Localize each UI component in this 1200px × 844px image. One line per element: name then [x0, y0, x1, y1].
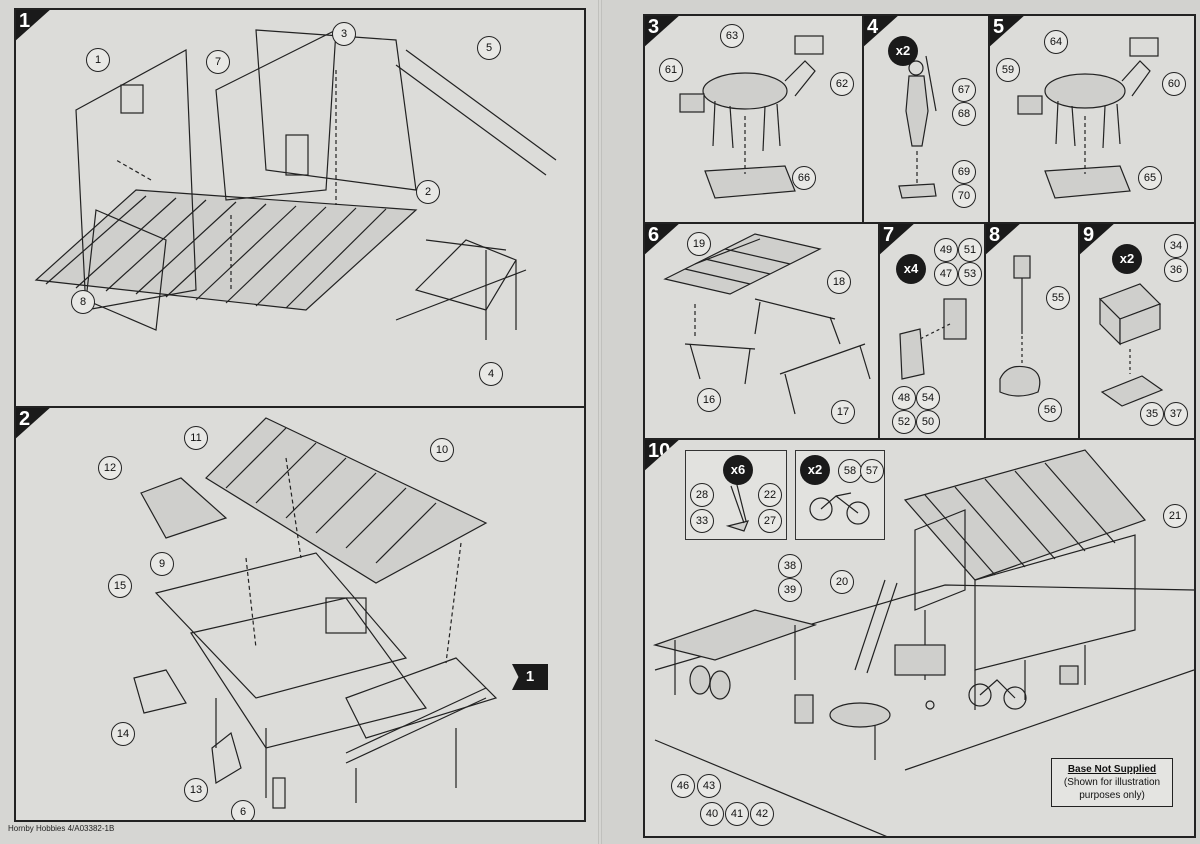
tools-inset: x6 28 22 33 27 [685, 450, 787, 540]
callout: 20 [830, 570, 854, 594]
step-2-panel: 2 11 10 12 9 15 14 13 6 1 [14, 406, 586, 822]
callout: 34 [1164, 234, 1188, 258]
note-title: Base Not Supplied [1067, 764, 1157, 775]
step-8-drawing [999, 255, 1041, 397]
step-4-panel: 4 x2 67 68 69 70 [862, 14, 990, 224]
base-not-supplied-note: Base Not Supplied (Shown for illustratio… [1051, 758, 1173, 807]
quantity-badge: x4 [896, 254, 926, 284]
step-8-panel: 8 55 56 [984, 222, 1080, 440]
callout: 68 [952, 102, 976, 126]
quantity-badge: x2 [1112, 244, 1142, 274]
quantity-badge: x2 [800, 455, 830, 485]
step-5-drawing [1017, 37, 1159, 199]
quantity-badge: x6 [723, 455, 753, 485]
callout: 56 [1038, 398, 1062, 422]
callout: 22 [758, 483, 782, 507]
callout: 63 [720, 24, 744, 48]
callout: 21 [1163, 504, 1187, 528]
callout: 43 [697, 774, 721, 798]
callout: 36 [1164, 258, 1188, 282]
callout: 59 [996, 58, 1020, 82]
step-9-drawing [1098, 283, 1164, 407]
callout: 51 [958, 238, 982, 262]
step-2-drawing [133, 417, 498, 809]
callout: 58 [838, 459, 862, 483]
callout: 3 [332, 22, 356, 46]
callout: 50 [916, 410, 940, 434]
callout: 65 [1138, 166, 1162, 190]
callout: 1 [86, 48, 110, 72]
callout: 46 [671, 774, 695, 798]
callout: 40 [700, 802, 724, 826]
step-4-drawing [898, 55, 937, 199]
step-10-drawing [652, 449, 1194, 836]
page-fold [598, 0, 602, 844]
callout: 62 [830, 72, 854, 96]
step-10-panel: 10 x6 28 22 33 27 x2 58 57 38 39 20 21 4… [643, 438, 1196, 838]
callout: 53 [958, 262, 982, 286]
callout: 60 [1162, 72, 1186, 96]
callout: 35 [1140, 402, 1164, 426]
step-6-drawing [663, 233, 871, 415]
callout: 12 [98, 456, 122, 480]
callout: 9 [150, 552, 174, 576]
callout: 41 [725, 802, 749, 826]
step-9-panel: 9 x2 34 36 35 37 [1078, 222, 1196, 440]
callout: 49 [934, 238, 958, 262]
callout: 61 [659, 58, 683, 82]
callout: 33 [690, 509, 714, 533]
callout: 13 [184, 778, 208, 802]
callout: 19 [687, 232, 711, 256]
callout: 28 [690, 483, 714, 507]
callout: 37 [1164, 402, 1188, 426]
step-7-panel: 7 x4 49 51 47 53 48 54 52 50 [878, 222, 986, 440]
callout: 11 [184, 426, 208, 450]
callout: 47 [934, 262, 958, 286]
step-5-panel: 5 64 59 60 65 [988, 14, 1196, 224]
step-3-panel: 3 63 61 62 66 [643, 14, 864, 224]
callout: 55 [1046, 286, 1070, 310]
callout: 52 [892, 410, 916, 434]
callout: 48 [892, 386, 916, 410]
callout: 66 [792, 166, 816, 190]
callout: 18 [827, 270, 851, 294]
callout: 8 [71, 290, 95, 314]
callout: 2 [416, 180, 440, 204]
step-1-panel: 1 1 3 5 7 2 8 4 [14, 8, 586, 408]
callout: 67 [952, 78, 976, 102]
bicycle-inset: x2 58 57 [795, 450, 885, 540]
callout: 39 [778, 578, 802, 602]
callout: 57 [860, 459, 884, 483]
callout: 69 [952, 160, 976, 184]
callout: 5 [477, 36, 501, 60]
step-7-drawing [899, 298, 967, 380]
callout: 27 [758, 509, 782, 533]
note-body: (Shown for illustration purposes only) [1063, 777, 1161, 801]
callout: 64 [1044, 30, 1068, 54]
callout: 42 [750, 802, 774, 826]
callout: 38 [778, 554, 802, 578]
callout: 17 [831, 400, 855, 424]
quantity-badge: x2 [888, 36, 918, 66]
callout: 6 [231, 800, 255, 820]
callout: 4 [479, 362, 503, 386]
callout: 7 [206, 50, 230, 74]
callout: 14 [111, 722, 135, 746]
footer-code: Hornby Hobbies 4/A03382-1B [8, 824, 115, 833]
step-3-drawing [679, 35, 824, 199]
callout: 70 [952, 184, 976, 208]
callout: 54 [916, 386, 940, 410]
callout: 16 [697, 388, 721, 412]
callout: 10 [430, 438, 454, 462]
step-6-panel: 6 19 18 16 17 [643, 222, 880, 440]
callout: 15 [108, 574, 132, 598]
